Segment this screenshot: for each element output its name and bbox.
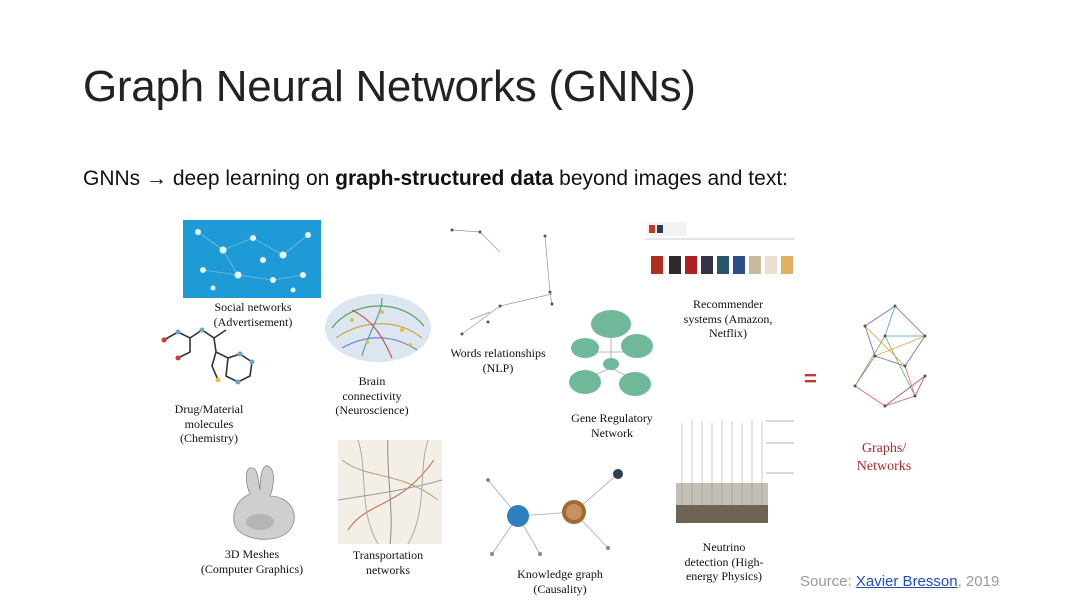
subtitle-suffix: beyond images and text: [553,167,788,190]
words-relationships-image [450,228,554,336]
generic-graph-image [853,304,927,408]
caption-graphs-networks: Graphs/ Networks [856,441,912,474]
subtitle-bold: graph-structured data [335,167,554,190]
source-suffix: , 2019 [957,573,1000,590]
source-citation: Source: Xavier Bresson, 2019 [800,573,999,590]
subtitle-prefix: GNNs → deep learning on [83,167,336,190]
gene-network-image [569,310,653,396]
source-prefix: Source: [800,573,856,590]
caption-knowledge-graph: Knowledge graph (Causality) [517,567,603,596]
caption-recommender: Recommender systems (Amazon, Netflix) [683,297,773,340]
caption-social-networks: Social networks (Advertisement) [213,300,293,329]
source-author-link[interactable]: Xavier Bresson [855,573,958,590]
caption-drug-molecules: Drug/Material molecules (Chemistry) [174,402,244,445]
neutrino-image [676,419,794,523]
caption-transportation: Transportation networks [352,548,424,577]
transportation-image [338,440,442,544]
slide-subtitle: GNNs → deep learning on graph-structured… [83,167,788,191]
brain-image [325,294,431,362]
caption-words-relationships: Words relationships (NLP) [450,346,546,375]
social-network-image [183,220,321,298]
slide-title: Graph Neural Networks (GNNs) [83,62,696,111]
recommender-image [645,222,795,274]
caption-brain: Brain connectivity (Neuroscience) [335,374,409,417]
caption-gene-network: Gene Regulatory Network [571,411,653,440]
caption-neutrino: Neutrino detection (High- energy Physics… [684,540,764,583]
equals-sign: = [804,366,817,391]
bunny-mesh-image [233,465,295,540]
knowledge-graph-image [486,469,623,556]
molecule-image [161,327,255,385]
caption-3d-meshes: 3D Meshes (Computer Graphics) [200,547,304,576]
